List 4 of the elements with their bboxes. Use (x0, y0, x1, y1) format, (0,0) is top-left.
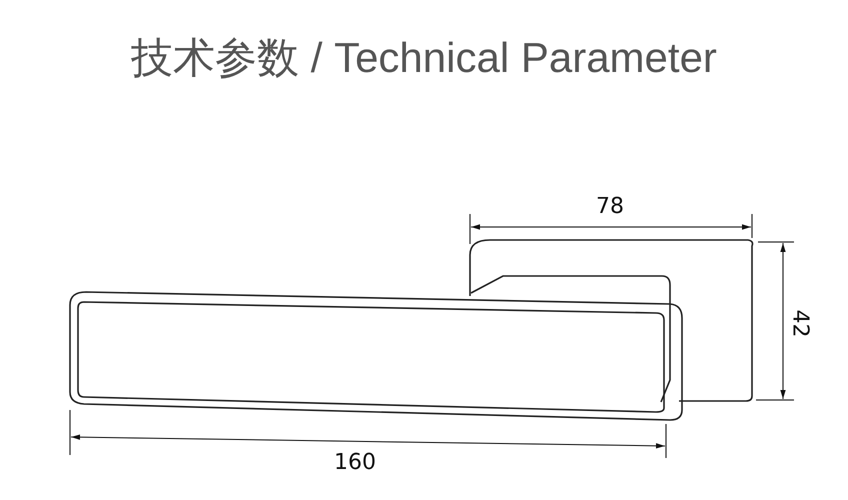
dimension-label: 160 (334, 450, 376, 475)
dimension-label: 42 (788, 310, 812, 338)
title: 技术参数 / Technical Parameter (130, 33, 718, 83)
dimension-label: 78 (596, 194, 624, 219)
